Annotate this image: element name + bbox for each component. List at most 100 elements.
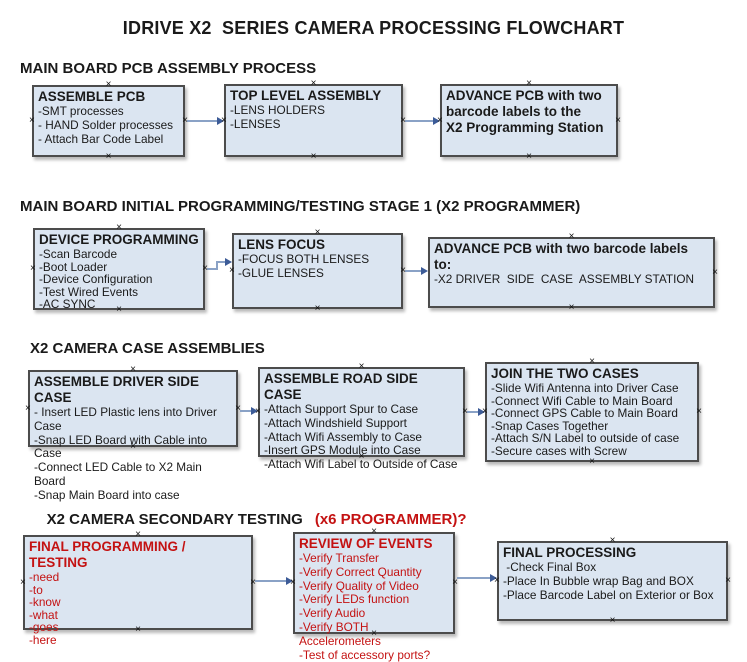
flow-box-item: -Insert GPS Module into Case: [264, 443, 421, 458]
section-heading-black-part: X2 CAMERA SECONDARY TESTING: [46, 511, 303, 528]
flow-box-item: -Connect Wifi Cable to Main Board: [491, 393, 673, 408]
flow-box-assemble-pcb: × × × × ASSEMBLE PCB -SMT processes - HA…: [29, 80, 188, 162]
page-title: IDRIVE X2 SERIES CAMERA PROCESSING FLOWC…: [122, 18, 625, 38]
flow-box-item: -Verify BOTH Accelerometers: [299, 619, 381, 648]
connector-anchor-icon: ×: [235, 402, 241, 414]
connector-anchor-icon: ×: [229, 265, 235, 276]
flow-box-assemble-road-side-case: × × × × ASSEMBLE ROAD SIDE CASE -Attach …: [255, 362, 468, 471]
connector-anchor-icon: ×: [568, 231, 575, 242]
flow-box-item: -Check Final Box: [503, 560, 597, 574]
connector-anchor-icon: ×: [290, 577, 296, 588]
flow-box-title: FINAL PROGRAMMING / TESTING: [29, 539, 186, 570]
section-heading-red-part: (x6 PROGRAMMER)?: [314, 511, 467, 528]
section-heading-secondary-testing: X2 CAMERA SECONDARY TESTING (x6 PROGRAMME…: [30, 494, 467, 545]
flow-box-item: -Test Wired Events: [39, 284, 138, 299]
connector-anchor-icon: ×: [30, 263, 36, 274]
flow-box-item: -LENSES: [230, 116, 281, 131]
flow-box-item: -here: [29, 632, 57, 647]
flow-box-item: -Place Barcode Label on Exterior or Box: [503, 587, 714, 602]
connector-anchor-icon: ×: [437, 114, 443, 126]
connector-anchor-icon: ×: [568, 302, 575, 313]
connector-anchor-icon: ×: [615, 114, 621, 126]
flow-box-item: -Connect LED Cable to X2 Main Board: [34, 460, 206, 488]
flow-box-item-overflow: -Test of accessory ports?: [299, 647, 431, 662]
flow-box-item: -GLUE LENSES: [238, 265, 324, 280]
flow-box-item: -SMT processes: [38, 104, 124, 118]
connector-anchor-icon: ×: [400, 114, 406, 126]
flow-box-item: -Verify Transfer: [299, 551, 379, 565]
connector-anchor-icon: ×: [609, 535, 616, 546]
flow-box-item: -Verify Quality of Video: [299, 578, 419, 593]
connector-anchor-icon: ×: [452, 577, 458, 588]
connector-anchor-icon: ×: [29, 115, 35, 126]
flow-box-top-level-assembly: × × × × TOP LEVEL ASSEMBLY -LENS HOLDERS…: [221, 79, 406, 162]
flow-box-item: -Attach Support Spur to Case: [264, 402, 419, 416]
flow-box-item: -Verify LEDs function: [299, 592, 410, 607]
flow-box-item: -LENS HOLDERS: [230, 103, 326, 117]
connector-anchor-icon: ×: [589, 456, 595, 467]
connector-anchor-icon: ×: [358, 451, 365, 462]
flow-box-item: -Verify Audio: [299, 606, 366, 621]
connector-anchor-icon: ×: [116, 304, 122, 315]
connector-anchor-icon: ×: [310, 78, 317, 89]
flow-box-item: -Attach Windshield Support: [264, 415, 407, 430]
flow-box-final-processing: × × × × FINAL PROCESSING -Check Final Bo…: [494, 536, 731, 626]
connector-anchor-icon: ×: [130, 364, 136, 375]
connector-anchor-icon: ×: [482, 406, 488, 417]
connector-anchor-icon: ×: [135, 624, 141, 635]
flow-box-title: FINAL PROCESSING: [503, 545, 637, 560]
connector-anchor-icon: ×: [250, 576, 256, 588]
connector-anchor-icon: ×: [221, 114, 227, 126]
connector-anchor-icon: ×: [589, 356, 595, 367]
flow-box-assemble-driver-side-case: × × × × ASSEMBLE DRIVER SIDE CASE - Inse…: [25, 365, 241, 502]
connector-anchor-icon: ×: [105, 151, 112, 162]
connector-anchor-icon: ×: [116, 222, 122, 233]
flow-box-title: JOIN THE TWO CASES: [491, 366, 639, 381]
flow-box-title: LENS FOCUS: [238, 237, 326, 252]
flow-box-advance-pcb-driver-side: × × × ADVANCE PCB with two barcode label…: [428, 232, 718, 313]
flow-box-item: -know: [29, 595, 61, 610]
connector-anchor-icon: ×: [400, 265, 406, 276]
flow-box-title: ADVANCE PCB with two barcode labels to:: [434, 241, 689, 272]
flow-box-item: -Place In Bubble wrap Bag and BOX: [503, 573, 694, 588]
connector-anchor-icon: ×: [526, 78, 532, 89]
flow-box-item: -Snap Cases Together: [491, 418, 609, 433]
connector-anchor-icon: ×: [314, 303, 321, 314]
flow-box-item: -to: [29, 582, 43, 597]
flow-box-item: -Attach S/N Label to outside of case: [491, 431, 680, 446]
connector-anchor-icon: ×: [20, 576, 26, 588]
flow-box-join-the-two-cases: × × × × JOIN THE TWO CASES -Slide Wifi A…: [482, 357, 702, 467]
flow-box-title: ADVANCE PCB with two barcode labels to t…: [446, 88, 604, 135]
connector-anchor-icon: ×: [182, 115, 188, 126]
flow-box-advance-pcb-programming-station: × × × × ADVANCE PCB with two barcode lab…: [437, 79, 621, 162]
section-heading-case-assemblies: X2 CAMERA CASE ASSEMBLIES: [30, 340, 265, 357]
flow-box-review-of-events: × × × × REVIEW OF EVENTS -Verify Transfe…: [290, 527, 458, 662]
flow-box-item: -Attach Wifi Assembly to Case: [264, 429, 422, 444]
connector-anchor-icon: ×: [358, 361, 365, 372]
flow-box-item: - HAND Solder processes: [38, 117, 174, 132]
section-heading-pcb-assembly: MAIN BOARD PCB ASSEMBLY PROCESS: [20, 60, 317, 77]
section-heading-initial-programming: MAIN BOARD INITIAL PROGRAMMING/TESTING S…: [20, 198, 581, 215]
connector-anchor-icon: ×: [130, 441, 136, 452]
connector-anchor-icon: ×: [371, 628, 377, 639]
connector-anchor-icon: ×: [462, 406, 468, 417]
connector-anchor-icon: ×: [25, 402, 31, 414]
flow-box-title: TOP LEVEL ASSEMBLY: [230, 88, 382, 103]
flow-box-item: -Boot Loader: [39, 259, 108, 274]
flow-box-item: -Slide Wifi Antenna into Driver Case: [491, 381, 679, 395]
flow-box-title: REVIEW OF EVENTS: [299, 536, 433, 551]
connector-anchor-icon: ×: [712, 266, 718, 278]
connector-anchor-icon: ×: [494, 575, 500, 586]
flow-box-item: -FOCUS BOTH LENSES: [238, 252, 370, 266]
flow-box-title: ASSEMBLE DRIVER SIDE CASE: [34, 374, 200, 405]
flow-box-title: ASSEMBLE ROAD SIDE CASE: [264, 371, 418, 402]
connector-anchor-icon: ×: [105, 79, 112, 90]
flow-box-item: -Verify Correct Quantity: [299, 564, 422, 579]
connector-anchor-icon: ×: [202, 263, 208, 274]
connector-anchor-icon: ×: [696, 406, 702, 417]
flow-box-title: DEVICE PROGRAMMING: [39, 232, 199, 247]
connector-anchor-icon: ×: [609, 615, 616, 626]
flow-box-item: -Attach Wifi Label to Outside of Case: [264, 457, 458, 472]
flow-box-title: ASSEMBLE PCB: [38, 89, 146, 104]
